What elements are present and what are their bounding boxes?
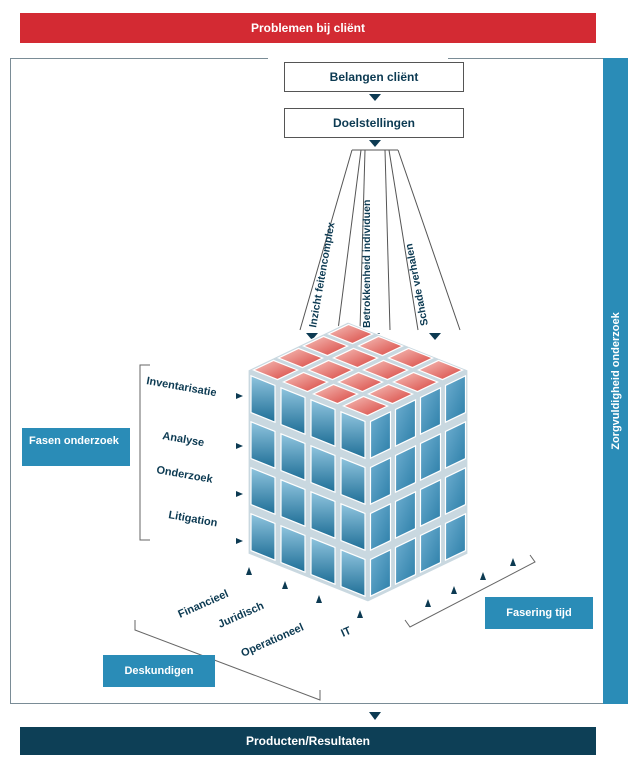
cube-top-cell xyxy=(387,347,434,369)
results-banner: Producten/Resultaten xyxy=(20,727,596,755)
cube-front-cell xyxy=(280,478,306,528)
thoroughness-bar: Zorgvuldigheid onderzoek xyxy=(603,58,628,704)
phase-label-1: Analyse xyxy=(161,430,205,449)
cube-front-cell xyxy=(280,386,306,436)
cube-side-cell xyxy=(419,478,442,528)
cube-side-cell xyxy=(444,374,467,424)
cube-side-cell xyxy=(369,456,392,506)
cube-top-cell xyxy=(252,359,299,381)
cube-top-cell xyxy=(302,335,349,357)
frame-gap xyxy=(268,56,448,60)
phase-bracket xyxy=(139,364,150,541)
flow-arrows xyxy=(369,94,381,147)
cube-top-cell xyxy=(392,371,439,393)
timing-label-box: Fasering tijd xyxy=(485,597,593,629)
phase-label-0: Inventarisatie xyxy=(145,375,217,399)
cube-top-cell xyxy=(417,359,464,381)
cube-side-cell xyxy=(394,398,417,448)
phases-label-box: Fasen onderzoek xyxy=(22,428,130,466)
cube-side-cell xyxy=(444,466,467,516)
phase-arrows xyxy=(236,393,243,544)
cube-front-cell xyxy=(250,374,276,424)
timing-arrows xyxy=(425,558,516,607)
arrow-down-icon xyxy=(369,140,381,147)
arrow-down-icon xyxy=(369,94,381,101)
cube-front-cell xyxy=(280,432,306,482)
expert-labels: Financieel Juridisch Operationeel IT xyxy=(176,588,353,660)
cube-top-cell xyxy=(342,395,389,417)
cube-front-cell xyxy=(340,548,366,598)
cube-top-cell xyxy=(362,359,409,381)
problems-banner: Problemen bij cliënt xyxy=(20,13,596,43)
phases-title: Fasen onderzoek xyxy=(29,435,119,447)
cube-side-cell xyxy=(394,490,417,540)
cube xyxy=(247,321,469,603)
expert-label-3: IT xyxy=(339,625,353,640)
cube-side-cell xyxy=(419,432,442,482)
client-interests-label: Belangen cliënt xyxy=(329,70,419,84)
cube-side-cell xyxy=(369,502,392,552)
expert-label-2: Operationeel xyxy=(239,621,305,659)
cube-top-cell xyxy=(312,383,359,405)
expert-bracket xyxy=(134,620,321,701)
experts-label-box: Deskundigen xyxy=(103,655,215,687)
cube-side-cell xyxy=(369,410,392,460)
experts-title: Deskundigen xyxy=(124,664,194,677)
phase-label-3: Litigation xyxy=(167,509,218,529)
expert-label-1: Juridisch xyxy=(216,600,266,631)
cube-top-cell xyxy=(327,323,374,345)
objectives-box: Doelstellingen xyxy=(284,108,464,138)
cube-side-cell xyxy=(419,386,442,436)
cube-side-cell xyxy=(394,444,417,494)
cube-top-cell xyxy=(277,347,324,369)
cube-front-cell xyxy=(340,410,366,460)
phase-label-2: Onderzoek xyxy=(155,464,214,486)
problems-banner-label: Problemen bij cliënt xyxy=(250,21,366,35)
arrow-down-icon xyxy=(369,712,381,720)
cube-front-cell xyxy=(250,420,276,470)
cube-top-cell xyxy=(332,347,379,369)
objectives-label: Doelstellingen xyxy=(332,116,415,130)
cube-silhouette xyxy=(247,321,469,603)
cube-front-cell xyxy=(250,512,276,562)
cube-side-cell xyxy=(369,548,392,598)
cube-side-cell xyxy=(419,524,442,574)
cube-front-cell xyxy=(310,398,336,448)
cube-side-cell xyxy=(394,536,417,586)
client-interests-box: Belangen cliënt xyxy=(284,62,464,92)
cube-front-cell xyxy=(250,466,276,516)
cube-top-cell xyxy=(282,371,329,393)
aspect-label-0: Inzicht feitencomplex xyxy=(307,221,337,328)
timing-bracket xyxy=(404,554,536,628)
aspect-label-1: Betrokkenheid individuen xyxy=(361,200,373,328)
aspect-label-2: Schade verhalen xyxy=(403,242,431,326)
cube-front-cell xyxy=(310,490,336,540)
cube-front-cell xyxy=(310,444,336,494)
cube-side-cell xyxy=(444,420,467,470)
cube-front-cell xyxy=(340,502,366,552)
cube-front-cell xyxy=(340,456,366,506)
cube-side-cell xyxy=(444,512,467,562)
cube-top-cell xyxy=(357,335,404,357)
aspect-fan xyxy=(299,149,461,331)
expert-arrows xyxy=(246,567,363,618)
cube-front-cell xyxy=(310,536,336,586)
expert-label-0: Financieel xyxy=(176,588,230,621)
cube-top-cell xyxy=(307,359,354,381)
phase-labels: Inventarisatie Analyse Onderzoek Litigat… xyxy=(145,375,218,529)
cube-front-cell xyxy=(280,524,306,574)
results-banner-label: Producten/Resultaten xyxy=(245,734,371,748)
cube-top-cell xyxy=(367,383,414,405)
cube-top-cell xyxy=(337,371,384,393)
timing-title: Fasering tijd xyxy=(506,606,572,619)
